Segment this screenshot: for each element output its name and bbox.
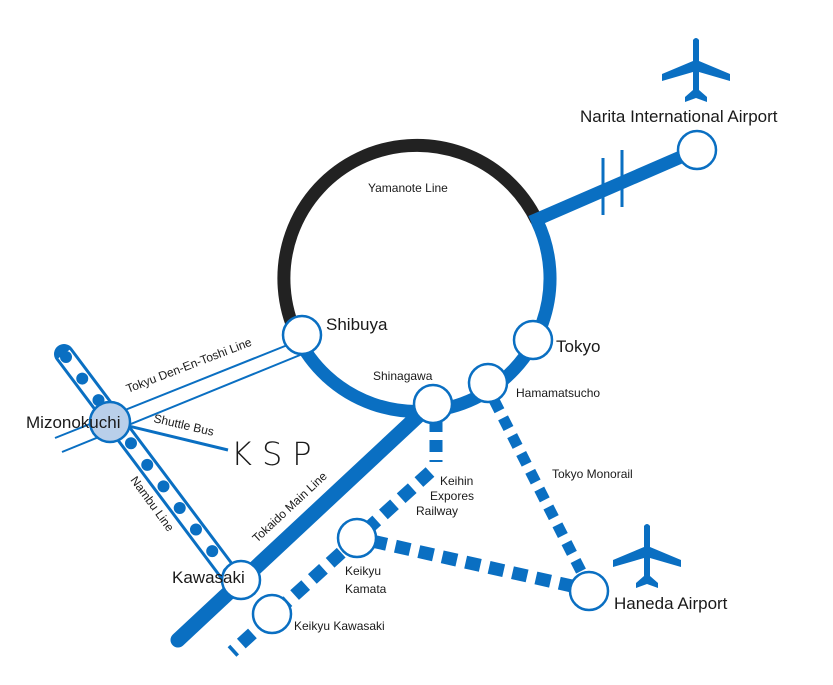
label-hamamatsucho: Hamamatsucho bbox=[516, 386, 600, 400]
label-haneda: Haneda Airport bbox=[614, 594, 728, 613]
label-tokyo: Tokyo bbox=[556, 337, 600, 356]
station-kawasaki[interactable] bbox=[220, 559, 262, 601]
station-keikyu-kawasaki[interactable] bbox=[251, 593, 293, 635]
label-tokyo-monorail: Tokyo Monorail bbox=[552, 467, 633, 481]
label-keikyu-kamata: Kamata bbox=[345, 582, 387, 596]
label-keikyu-kamata: Keikyu bbox=[345, 564, 381, 578]
station-narita[interactable] bbox=[676, 129, 718, 171]
label-kawasaki: Kawasaki bbox=[172, 568, 245, 587]
label-shinagawa: Shinagawa bbox=[373, 369, 433, 383]
station-haneda[interactable] bbox=[568, 570, 610, 612]
station-tokyo[interactable] bbox=[512, 319, 554, 361]
label-shibuya: Shibuya bbox=[326, 315, 388, 334]
label-keikyu-kawasaki: Keikyu Kawasaki bbox=[294, 619, 385, 633]
station-shinagawa[interactable] bbox=[412, 383, 454, 425]
keikyu-airport-line bbox=[370, 534, 587, 596]
ksp-destination: KSP bbox=[231, 435, 322, 473]
yamanote-blue-segment bbox=[291, 218, 557, 419]
yamanote-line bbox=[277, 138, 543, 339]
airplane-icon bbox=[613, 524, 681, 588]
airplane-icon bbox=[662, 38, 730, 102]
narita-line bbox=[528, 144, 700, 228]
label-keihin: Expores bbox=[430, 489, 474, 503]
tokyo-monorail bbox=[489, 397, 592, 586]
station-mizonokuchi[interactable] bbox=[88, 400, 132, 444]
label-mizonokuchi: Mizonokuchi bbox=[26, 413, 121, 432]
nambu-line-dots bbox=[60, 351, 240, 586]
tokaido-main-line bbox=[170, 408, 426, 648]
label-narita: Narita International Airport bbox=[580, 107, 778, 126]
label-keihin: Keihin bbox=[440, 474, 473, 488]
label-yamanote-line: Yamanote Line bbox=[368, 181, 448, 195]
station-keikyu-kamata[interactable] bbox=[336, 517, 378, 559]
station-shibuya[interactable] bbox=[281, 314, 323, 356]
shuttle-bus-line bbox=[111, 420, 229, 452]
station-hamamatsucho[interactable] bbox=[467, 362, 509, 404]
label-keihin: Railway bbox=[416, 504, 458, 518]
